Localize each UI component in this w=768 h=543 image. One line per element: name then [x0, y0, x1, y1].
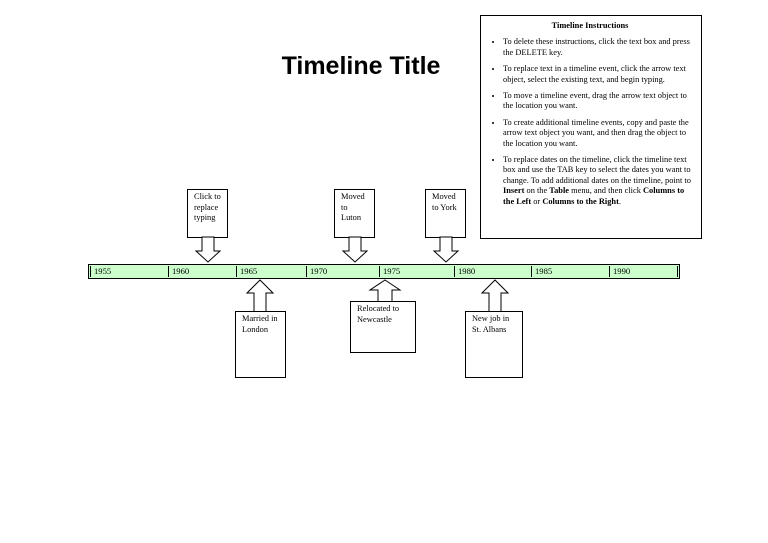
instruction-text: on the: [524, 186, 550, 196]
year-tick-1960: 1960: [168, 266, 189, 277]
year-tick-1965: 1965: [236, 266, 257, 277]
year-tick-1975: 1975: [379, 266, 400, 277]
down-arrow-icon: [432, 236, 460, 263]
event-below-3[interactable]: New job in St. Albans: [465, 311, 523, 378]
instruction-text: menu, and then click: [569, 186, 643, 196]
event-below-2[interactable]: Relocated to Newcastle: [350, 301, 416, 353]
instruction-text: .: [618, 196, 621, 206]
instruction-item-dates: To replace dates on the timeline, click …: [503, 155, 693, 207]
instruction-item: To delete these instructions, click the …: [503, 37, 693, 58]
up-arrow-icon: [368, 279, 402, 303]
event-above-2[interactable]: Moved to Luton: [334, 189, 375, 238]
timeline-bar-end: [677, 266, 678, 277]
instruction-text: To replace dates on the timeline, click …: [503, 155, 691, 185]
event-above-1[interactable]: Click to replace typing: [187, 189, 228, 238]
timeline-bar[interactable]: 1955 1960 1965 1970 1975 1980 1985 1990: [88, 264, 680, 279]
timeline-title[interactable]: Timeline Title: [281, 52, 441, 80]
up-arrow-icon: [245, 279, 275, 313]
event-below-1[interactable]: Married in London: [235, 311, 286, 378]
instruction-item: To create additional timeline events, co…: [503, 118, 693, 149]
instruction-bold-insert: Insert: [503, 186, 525, 196]
year-tick-1980: 1980: [454, 266, 475, 277]
up-arrow-icon: [480, 279, 510, 313]
event-above-3[interactable]: Moved to York: [425, 189, 466, 238]
instruction-item: To move a timeline event, drag the arrow…: [503, 91, 693, 112]
year-tick-1990: 1990: [609, 266, 630, 277]
instruction-bold-columns-right: Columns to the Right: [542, 196, 619, 206]
year-tick-1985: 1985: [531, 266, 552, 277]
instructions-box[interactable]: Timeline Instructions To delete these in…: [480, 15, 702, 239]
instruction-item: To replace text in a timeline event, cli…: [503, 64, 693, 85]
instructions-list: To delete these instructions, click the …: [487, 37, 693, 207]
down-arrow-icon: [194, 236, 222, 263]
year-tick-1955: 1955: [90, 266, 111, 277]
down-arrow-icon: [341, 236, 369, 263]
instruction-text: or: [531, 196, 543, 206]
instruction-bold-table: Table: [549, 186, 570, 196]
year-tick-1970: 1970: [306, 266, 327, 277]
instructions-heading: Timeline Instructions: [551, 21, 629, 30]
instruction-bold-columns-left: Columns to the Left: [503, 186, 685, 206]
